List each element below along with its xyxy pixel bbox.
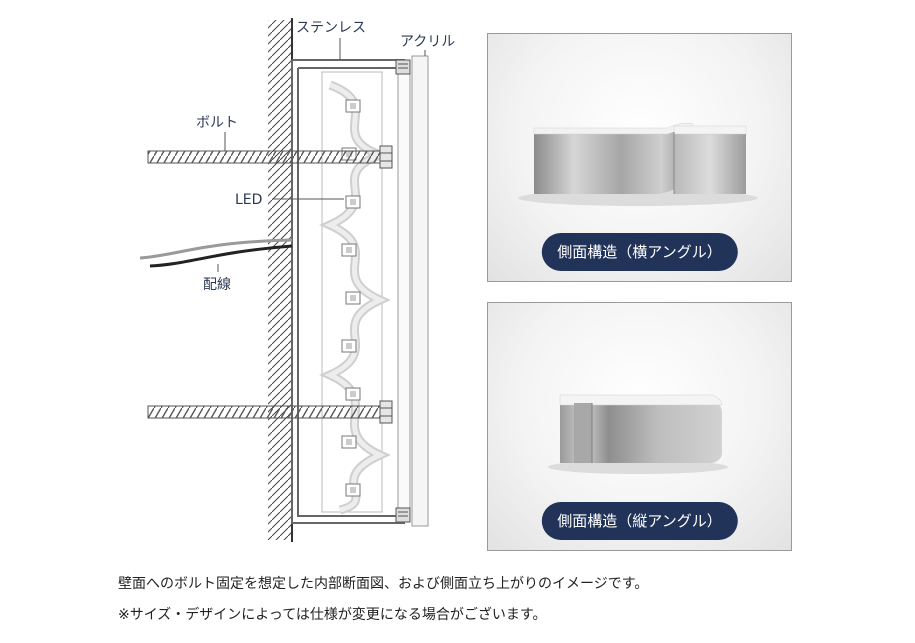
wiring-cable <box>139 238 293 268</box>
badge-vertical-angle: 側面構造（縦アングル） <box>541 502 738 540</box>
led-chip-core <box>350 199 356 205</box>
caption-line-1: 壁面へのボルト固定を想定した内部断面図、および側面立ち上がりのイメージです。 <box>118 576 649 592</box>
top-clip <box>395 59 411 75</box>
badge-horizontal-angle: 側面構造（横アングル） <box>541 233 738 271</box>
led-chip-core <box>346 439 352 445</box>
label-stainless: ステンレス <box>296 20 366 36</box>
label-bolt: ボルト <box>196 115 238 131</box>
acrylic-panel <box>397 55 429 527</box>
caption-line-2: ※サイズ・デザインによっては仕様が変更になる場合がございます。 <box>118 607 547 623</box>
led-chip-core <box>350 103 356 109</box>
led-chip-core <box>346 247 352 253</box>
side-view-photo-vertical: 側面構造（縦アングル） <box>487 302 792 551</box>
bottom-clip <box>395 507 411 523</box>
stainless-letter-vertical-image <box>548 394 728 474</box>
label-led: LED <box>235 192 262 208</box>
label-acrylic: アクリル <box>400 34 455 50</box>
stainless-letter-horizontal-image <box>518 122 758 206</box>
label-wiring: 配線 <box>203 277 231 293</box>
led-chip-core <box>350 487 356 493</box>
bolt-upper <box>147 145 393 169</box>
wall <box>268 18 293 542</box>
leader-lines <box>217 38 426 272</box>
cross-section-diagram: ステンレス アクリル ボルト LED 配線 <box>139 18 455 542</box>
bolt-lower <box>147 400 393 424</box>
stainless-channel <box>291 59 405 524</box>
side-view-photo-horizontal: 側面構造（横アングル） <box>487 33 792 282</box>
led-chip-core <box>350 391 356 397</box>
led-chip-core <box>346 343 352 349</box>
led-chip-core <box>350 295 356 301</box>
